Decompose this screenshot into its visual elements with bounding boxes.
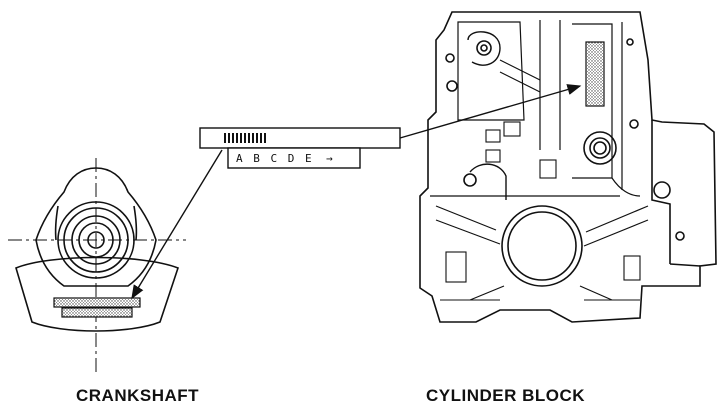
- engine-code-letters: A B C D E: [236, 152, 314, 165]
- leader-arrows: [131, 84, 582, 300]
- crankshaft-label: CRANKSHAFT: [76, 386, 199, 405]
- cylinder-block-label: CYLINDER BLOCK: [426, 386, 585, 405]
- arrow-to-cylinder-block: [399, 84, 582, 139]
- arrow-to-crankshaft: [131, 149, 223, 300]
- cylinder-block-drawing: [419, 11, 717, 323]
- crankshaft-drawing: [8, 158, 186, 372]
- barcode-strip: [222, 133, 268, 143]
- cylinder-block-code-plate: [585, 41, 605, 107]
- code-label: A B C D E →: [199, 127, 401, 169]
- engine-code-arrow: →: [326, 152, 335, 165]
- crankshaft-code-plate: [53, 297, 141, 318]
